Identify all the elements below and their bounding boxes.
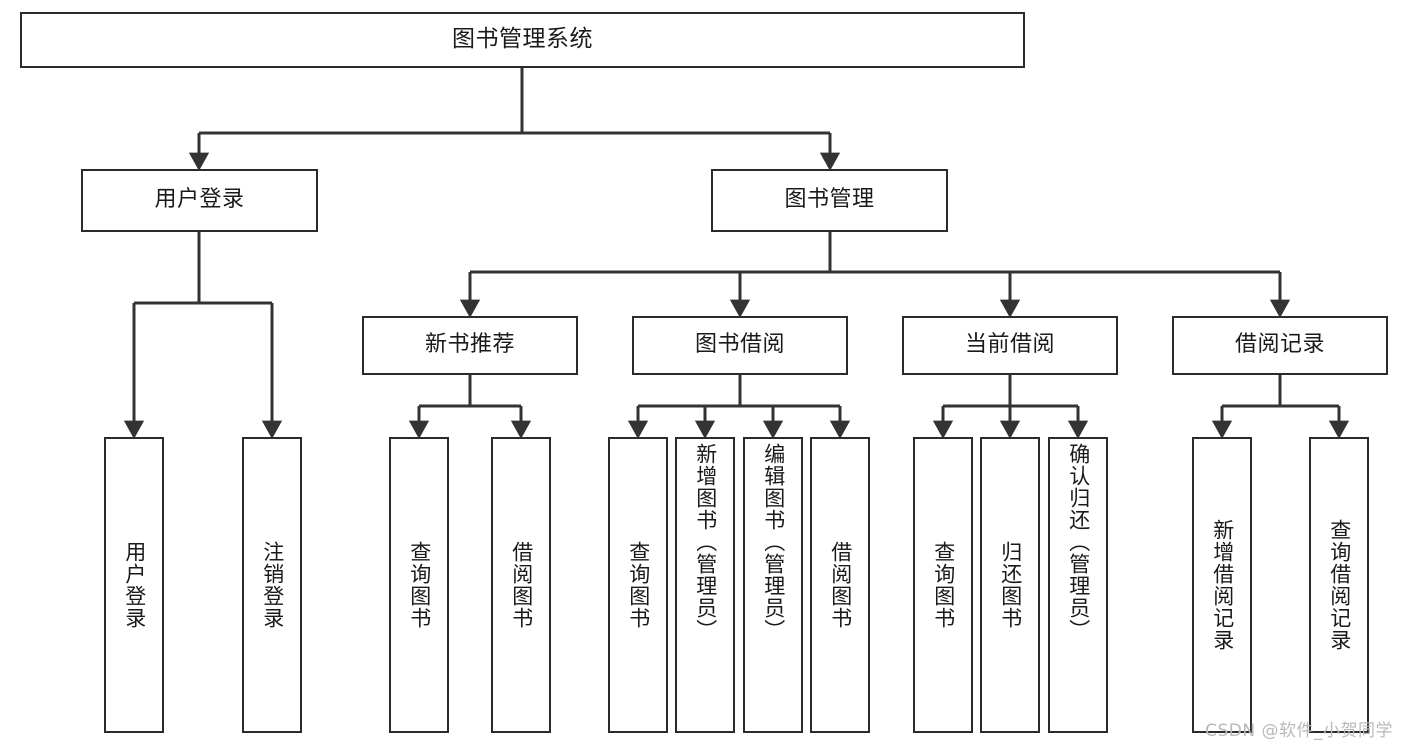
node-book-borrow[interactable]: 图书借阅 (632, 316, 848, 375)
leaf-query-book-borrow[interactable]: 查询图书 (608, 437, 668, 733)
leaf-logout[interactable]: 注销登录 (242, 437, 302, 733)
node-label: 当前借阅 (964, 332, 1055, 358)
leaf-edit-book-admin[interactable]: 编辑图书（管理员） (743, 437, 803, 733)
leaf-user-login[interactable]: 用户登录 (104, 437, 164, 733)
node-current-borrow[interactable]: 当前借阅 (902, 316, 1118, 375)
leaf-return-book[interactable]: 归还图书 (980, 437, 1040, 733)
node-label: 查询借阅记录 (1327, 519, 1352, 651)
node-label: 图书管理系统 (452, 26, 593, 53)
node-root-book-management-system[interactable]: 图书管理系统 (20, 12, 1025, 68)
leaf-add-borrow-record[interactable]: 新增借阅记录 (1192, 437, 1252, 733)
leaf-query-book-current[interactable]: 查询图书 (913, 437, 973, 733)
node-label: 确认归还（管理员） (1066, 443, 1091, 641)
leaf-confirm-return-admin[interactable]: 确认归还（管理员） (1048, 437, 1108, 733)
node-label: 查询图书 (626, 541, 651, 629)
node-label: 新增图书（管理员） (693, 443, 718, 641)
node-label: 新书推荐 (424, 332, 515, 358)
node-label: 注销登录 (260, 541, 285, 629)
node-label: 借阅图书 (509, 541, 534, 629)
leaf-borrow-book-borrow[interactable]: 借阅图书 (810, 437, 870, 733)
node-label: 图书管理 (784, 187, 875, 213)
node-label: 用户登录 (122, 541, 147, 629)
leaf-add-book-admin[interactable]: 新增图书（管理员） (675, 437, 735, 733)
node-label: 新增借阅记录 (1210, 519, 1235, 651)
node-label: 用户登录 (154, 187, 245, 213)
node-label: 借阅图书 (828, 541, 853, 629)
node-borrow-record[interactable]: 借阅记录 (1172, 316, 1388, 375)
node-user-login[interactable]: 用户登录 (81, 169, 318, 232)
node-label: 图书借阅 (694, 332, 785, 358)
leaf-query-book-new-book[interactable]: 查询图书 (389, 437, 449, 733)
node-label: 归还图书 (998, 541, 1023, 629)
node-book-management[interactable]: 图书管理 (711, 169, 948, 232)
leaf-borrow-book-new-book[interactable]: 借阅图书 (491, 437, 551, 733)
watermark-csdn: CSDN @软件_小贺同学 (1205, 721, 1393, 741)
leaf-query-borrow-record[interactable]: 查询借阅记录 (1309, 437, 1369, 733)
node-label: 借阅记录 (1234, 332, 1325, 358)
node-label: 编辑图书（管理员） (761, 443, 786, 641)
node-label: 查询图书 (407, 541, 432, 629)
node-label: 查询图书 (931, 541, 956, 629)
node-new-book-recommend[interactable]: 新书推荐 (362, 316, 578, 375)
